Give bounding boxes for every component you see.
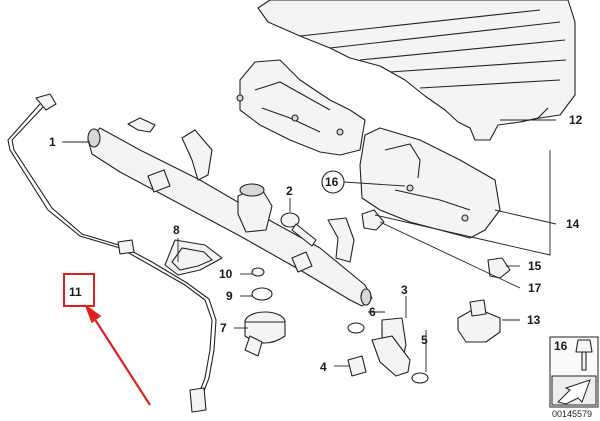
highlight-arrow bbox=[84, 303, 151, 406]
callout-2: 2 bbox=[286, 184, 293, 198]
parts-inset-panel bbox=[549, 336, 599, 408]
bracket-assembly-part bbox=[236, 59, 501, 239]
fuel-injector-part bbox=[347, 317, 429, 384]
callout-circle-16 bbox=[321, 170, 345, 194]
fuel-line-part bbox=[7, 93, 217, 413]
callout-14: 14 bbox=[566, 217, 580, 231]
callout-4: 4 bbox=[320, 360, 327, 374]
bracket-clip-part bbox=[361, 209, 511, 343]
callout-10: 10 bbox=[219, 267, 233, 281]
callout-1: 1 bbox=[49, 135, 56, 149]
callout-6: 6 bbox=[369, 305, 376, 319]
bolt-part-2 bbox=[280, 198, 317, 247]
callout-16-inset: 16 bbox=[554, 339, 568, 353]
pressure-regulator-part bbox=[244, 267, 286, 357]
leader-lines bbox=[62, 119, 557, 372]
callout-17: 17 bbox=[528, 281, 542, 295]
highlight-box-11 bbox=[63, 273, 95, 307]
callout-5: 5 bbox=[421, 333, 428, 347]
callout-3: 3 bbox=[401, 283, 408, 297]
callout-7: 7 bbox=[220, 321, 227, 335]
callout-11: 11 bbox=[69, 285, 82, 299]
callout-8: 8 bbox=[173, 223, 180, 237]
callout-12: 12 bbox=[569, 113, 583, 127]
clip-part-8 bbox=[164, 239, 223, 276]
reference-number: 00145579 bbox=[552, 409, 592, 419]
callout-15: 15 bbox=[528, 259, 542, 273]
callout-13: 13 bbox=[527, 313, 541, 327]
callout-16-rail: 16 bbox=[325, 175, 339, 189]
callout-9: 9 bbox=[226, 289, 233, 303]
fuel-rail-part bbox=[87, 117, 373, 307]
engine-cover-part bbox=[257, 0, 576, 141]
